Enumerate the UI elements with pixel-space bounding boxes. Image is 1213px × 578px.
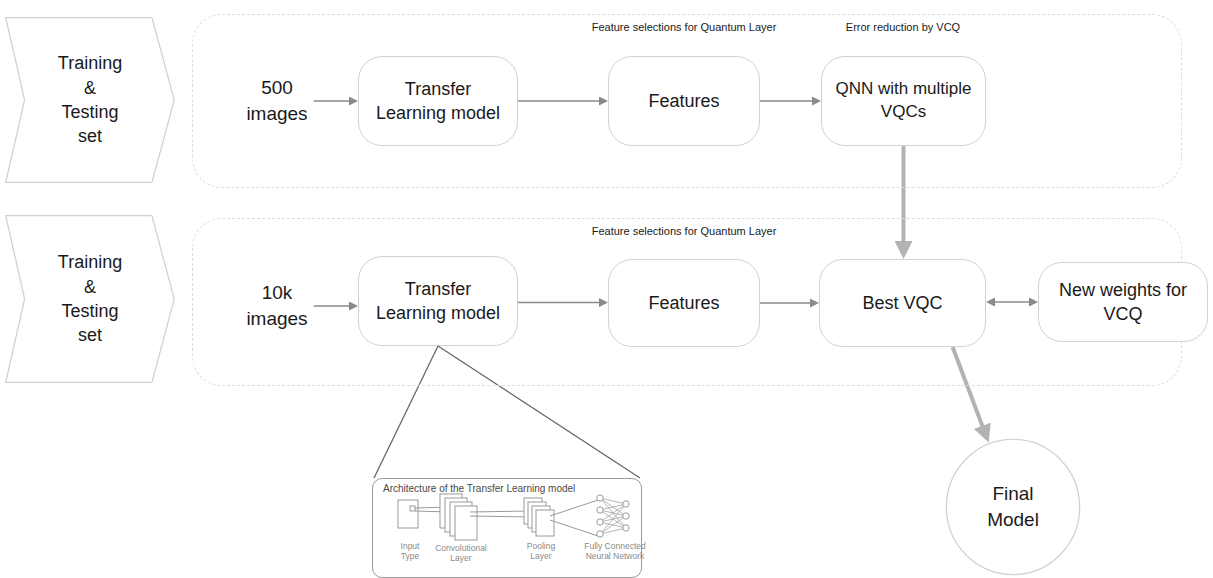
node-label: Training & Testing set xyxy=(58,250,122,347)
node-label: Best VQC xyxy=(862,291,942,315)
section-heading: Feature selections for Quantum Layer xyxy=(592,21,777,34)
zoom-line xyxy=(374,346,438,478)
process-box: QNN with multiple VQCs xyxy=(821,56,986,146)
connector xyxy=(518,302,604,303)
process-box: Features xyxy=(608,259,760,347)
layer-label: Input Type xyxy=(393,541,427,561)
node-label: Final Model xyxy=(987,481,1039,532)
text-holder: 500 images xyxy=(241,71,313,131)
input-image xyxy=(398,500,418,528)
node-label: Training & Testing set xyxy=(58,51,122,148)
final-model-ellipse: Final Model xyxy=(945,438,1081,576)
zoom-line xyxy=(438,346,640,478)
node-label: New weights for VCQ xyxy=(1058,278,1188,327)
process-box: Features xyxy=(608,56,760,146)
node-label: Transfer Learning model xyxy=(372,277,504,326)
text-holder: 10k images xyxy=(241,276,313,336)
connector xyxy=(990,301,1034,302)
conv-map xyxy=(455,506,477,540)
dataset-size: 10k images xyxy=(241,276,313,336)
fc-line xyxy=(550,500,598,516)
process-box: Transfer Learning model xyxy=(358,56,518,146)
input-patch xyxy=(410,506,415,511)
text-holder: Features xyxy=(609,57,759,145)
layer-label: Convolutional Layer xyxy=(430,543,492,563)
fc-line xyxy=(550,520,598,536)
connector xyxy=(902,146,906,249)
cnn-sketch xyxy=(398,494,598,540)
architecture-inset: Architecture of the Transfer Learning mo… xyxy=(372,478,642,578)
section-heading: Feature selections for Quantum Layer xyxy=(592,225,777,238)
node-label: Features xyxy=(648,89,719,113)
pool-line xyxy=(470,511,530,512)
node-label: Features xyxy=(648,291,719,315)
stage-chevron: Training & Testing set xyxy=(4,16,176,184)
ellipse-outline xyxy=(945,438,1081,576)
stage-band: Feature selections for Quantum Layer Erro… xyxy=(192,14,1182,188)
text-holder: Training & Testing set xyxy=(4,214,176,384)
connector xyxy=(760,302,815,303)
process-box: New weights for VCQ xyxy=(1038,262,1208,342)
node-label: Transfer Learning model xyxy=(372,77,504,126)
dataset-size: 500 images xyxy=(241,71,313,131)
node-label: QNN with multiple VQCs xyxy=(834,78,974,124)
fc-links xyxy=(600,498,626,534)
connector xyxy=(314,305,354,306)
inset-heading: Architecture of the Transfer Learning mo… xyxy=(383,483,575,495)
stage-band: Feature selections for Quantum Layer 10k … xyxy=(192,218,1182,386)
pool-line xyxy=(470,516,530,517)
layer-label: Fully Connected Neural Network xyxy=(578,541,652,561)
pool-map xyxy=(536,510,554,536)
text-holder: Final Model xyxy=(945,438,1081,576)
connector xyxy=(314,100,354,101)
chevron-outline xyxy=(4,16,176,184)
connector xyxy=(760,100,817,101)
text-holder: Transfer Learning model xyxy=(359,257,517,345)
node-label: 10k images xyxy=(246,280,307,331)
fc-neurons xyxy=(597,495,629,537)
text-holder: Best VQC xyxy=(820,260,985,346)
text-holder: QNN with multiple VQCs xyxy=(822,57,985,145)
process-box: Transfer Learning model xyxy=(358,256,518,346)
node-label: 500 images xyxy=(246,75,307,126)
stage-chevron: Training & Testing set xyxy=(4,214,176,384)
connector xyxy=(953,347,986,433)
text-holder: New weights for VCQ xyxy=(1039,263,1207,341)
section-heading: Error reduction by VCQ xyxy=(846,21,960,34)
connector xyxy=(518,100,604,101)
text-holder: Features xyxy=(609,260,759,346)
chevron-outline xyxy=(4,214,176,384)
layer-label: Pooling Layer xyxy=(521,541,561,561)
text-holder: Transfer Learning model xyxy=(359,57,517,145)
text-holder: Training & Testing set xyxy=(4,16,176,184)
process-box: Best VQC xyxy=(819,259,986,347)
